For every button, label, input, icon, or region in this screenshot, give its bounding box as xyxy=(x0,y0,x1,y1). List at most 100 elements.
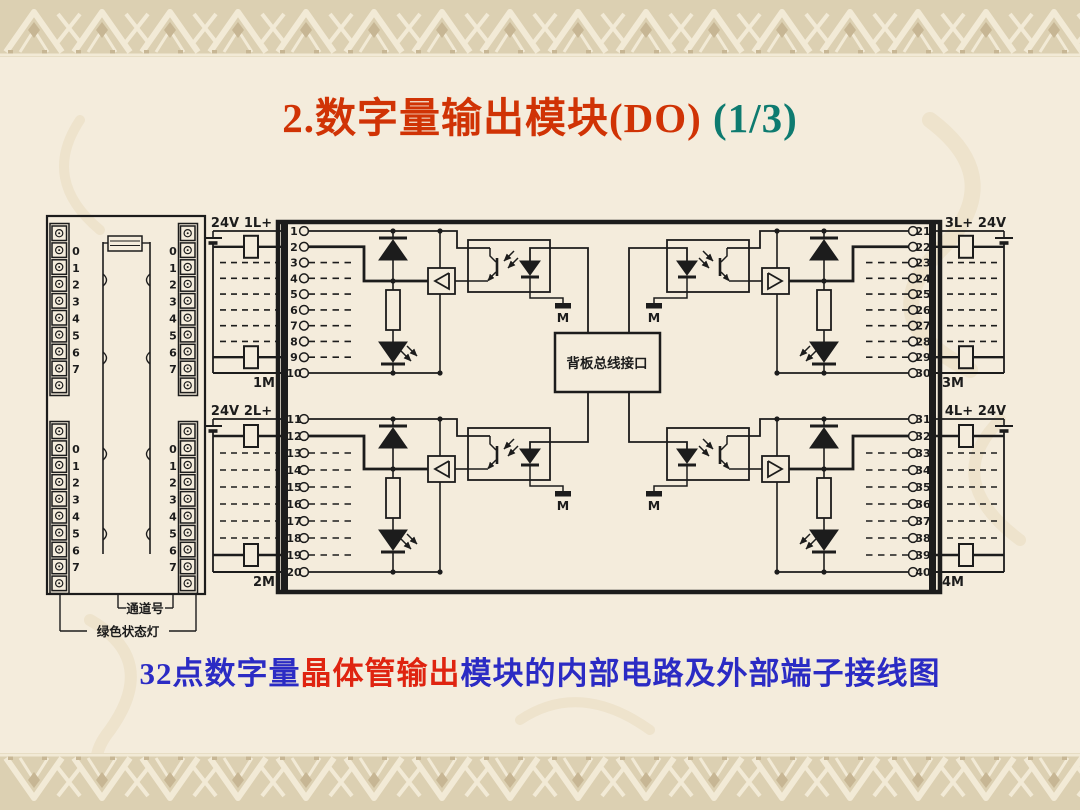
terminal-number: 11 xyxy=(286,413,301,426)
channel-number: 4 xyxy=(72,313,80,326)
terminal-number: 5 xyxy=(290,288,298,301)
bottom-decorative-border xyxy=(0,753,1080,810)
terminal-number: 37 xyxy=(915,515,930,528)
channel-number: 2 xyxy=(72,477,80,490)
channel-number: 0 xyxy=(169,443,177,456)
ground-label: M xyxy=(557,498,569,513)
terminal-number: 34 xyxy=(915,464,931,477)
group-minus-label: 2M xyxy=(253,575,275,590)
terminal-number: 20 xyxy=(286,566,302,579)
supply-voltage-label: 24V xyxy=(978,216,1006,231)
terminal-number: 4 xyxy=(290,272,298,285)
title-part-indicator: (1/3) xyxy=(713,95,798,141)
terminal-number: 1 xyxy=(290,225,298,238)
channel-number: 5 xyxy=(72,329,80,342)
caption-segment: 模块的内部电路及外部端子接线图 xyxy=(460,656,941,691)
terminal-number: 15 xyxy=(286,481,301,494)
channel-number: 1 xyxy=(169,262,177,275)
terminal-number: 27 xyxy=(915,320,930,333)
channel-number: 6 xyxy=(72,544,80,557)
terminal-number: 24 xyxy=(915,272,931,285)
channel-number: 5 xyxy=(72,527,80,540)
output-group2: 11 12 13 14 15 16 17 18 19 20 M 24V 2L+ 2M xyxy=(204,392,589,590)
backplane-interface-box: 背板总线接口 xyxy=(553,331,662,394)
channel-number: 4 xyxy=(169,313,177,326)
channel-number: 5 xyxy=(169,527,177,540)
ground-label: M xyxy=(648,310,660,325)
channel-number: 2 xyxy=(72,279,80,292)
caption-segment: 32点数字量 xyxy=(139,656,301,691)
channel-number: 0 xyxy=(169,245,177,258)
terminal-number: 40 xyxy=(915,566,931,579)
group-plus-label: 4L+ xyxy=(945,404,973,419)
channel-number: 0 xyxy=(72,245,80,258)
channel-number: 7 xyxy=(169,363,177,376)
channel-number: 1 xyxy=(72,262,80,275)
supply-voltage-label: 24V xyxy=(211,216,239,231)
slide-caption: 32点数字量晶体管输出模块的内部电路及外部端子接线图 xyxy=(0,648,1080,693)
terminal-number: 3 xyxy=(290,257,298,270)
top-decorative-border xyxy=(0,0,1080,57)
terminal-number: 19 xyxy=(286,549,301,562)
terminal-number: 28 xyxy=(915,335,930,348)
title-text: 2.数字量输出模块(DO) xyxy=(282,95,702,141)
terminal-number: 8 xyxy=(290,335,298,348)
channel-label: 通道号 xyxy=(126,601,164,616)
supply-voltage-label: 24V xyxy=(978,404,1006,419)
terminal-number: 31 xyxy=(915,413,930,426)
backplane-interface-label: 背板总线接口 xyxy=(567,355,648,372)
terminal-number: 35 xyxy=(915,481,930,494)
channel-number: 4 xyxy=(72,511,80,524)
terminal-number: 16 xyxy=(286,498,302,511)
ground-label: M xyxy=(557,310,569,325)
terminal-number: 22 xyxy=(915,241,930,254)
channel-number: 2 xyxy=(169,279,177,292)
ground-label: M xyxy=(648,498,660,513)
caption-segment: 晶体管输出 xyxy=(300,656,461,691)
terminal-number: 26 xyxy=(915,304,931,317)
terminal-number: 17 xyxy=(286,515,301,528)
channel-number: 7 xyxy=(72,363,80,376)
terminal-number: 32 xyxy=(915,430,930,443)
terminal-number: 30 xyxy=(915,367,931,380)
terminal-number: 39 xyxy=(915,549,930,562)
channel-number: 2 xyxy=(169,477,177,490)
terminal-number: 33 xyxy=(915,447,930,460)
terminal-number: 12 xyxy=(286,430,301,443)
terminal-number: 10 xyxy=(286,367,302,380)
terminal-number: 6 xyxy=(290,304,298,317)
channel-number: 6 xyxy=(169,544,177,557)
group-plus-label: 1L+ xyxy=(244,216,272,231)
channel-number: 6 xyxy=(72,346,80,359)
channel-number: 3 xyxy=(169,494,177,507)
terminal-number: 29 xyxy=(915,351,930,364)
group-minus-label: 3M xyxy=(942,376,964,391)
group-minus-label: 4M xyxy=(942,575,964,590)
terminal-number: 36 xyxy=(915,498,931,511)
terminal-number: 23 xyxy=(915,257,930,270)
terminal-number: 18 xyxy=(286,532,301,545)
channel-number: 0 xyxy=(72,443,80,456)
supply-voltage-label: 24V xyxy=(211,404,239,419)
terminal-number: 25 xyxy=(915,288,930,301)
channel-number: 7 xyxy=(169,561,177,574)
channel-number: 1 xyxy=(72,460,80,473)
slide-title: 2.数字量输出模块(DO) (1/3) xyxy=(0,84,1080,144)
terminal-number: 14 xyxy=(286,464,302,477)
channel-number: 3 xyxy=(72,296,80,309)
group-plus-label: 2L+ xyxy=(244,404,272,419)
terminal-number: 2 xyxy=(290,241,298,254)
channel-number: 5 xyxy=(169,329,177,342)
channel-number: 1 xyxy=(169,460,177,473)
terminal-number: 13 xyxy=(286,447,301,460)
terminal-number: 7 xyxy=(290,320,298,333)
status-light-label: 绿色状态灯 xyxy=(97,624,160,639)
channel-number: 6 xyxy=(169,346,177,359)
channel-number: 7 xyxy=(72,561,80,574)
channel-number: 3 xyxy=(169,296,177,309)
